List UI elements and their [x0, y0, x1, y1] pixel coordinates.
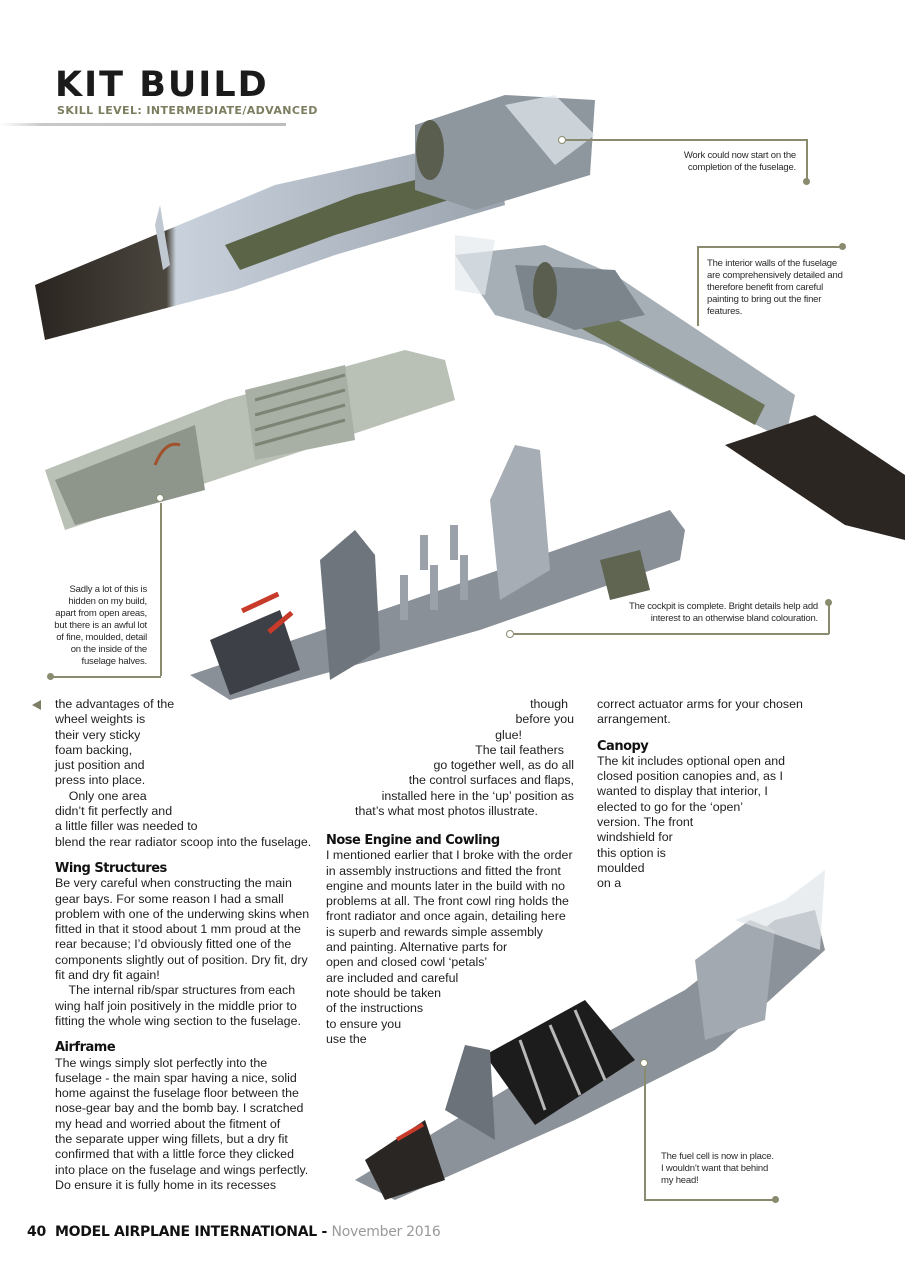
callout-line: [697, 246, 842, 248]
continued-arrow-icon: [32, 700, 41, 710]
callout-line: [828, 603, 830, 634]
fuselage-half-rear-photo: [35, 95, 595, 340]
heading-canopy: Canopy: [597, 738, 649, 754]
callout-line: [806, 139, 808, 180]
heading-airframe: Airframe: [55, 1040, 116, 1056]
callout-line: [514, 633, 829, 635]
callout-line: [644, 1068, 646, 1200]
fuselage-half-interior-walls-photo: [455, 235, 905, 540]
cockpit-floor-photo: [190, 445, 685, 700]
callout-cockpit: The cockpit is complete. Bright details …: [629, 601, 818, 624]
fuel-cell-installed-photo: [355, 870, 825, 1200]
column-2-continued: though before you glue! The tail feather…: [355, 697, 574, 819]
callout-interior-walls: The interior walls of the fuselage are c…: [707, 258, 843, 317]
callout-line: [160, 503, 162, 676]
callout-dot: [839, 243, 846, 250]
heading-nose-engine-cowling: Nose Engine and Cowling: [326, 833, 500, 848]
callout-anchor-hidden-detail: [156, 494, 164, 502]
callout-dot: [772, 1196, 779, 1203]
column-1: the advantages of the wheel weights is t…: [55, 697, 315, 1193]
page-footer: 40 MODEL AIRPLANE INTERNATIONAL - Novemb…: [27, 1224, 441, 1240]
magazine-name: MODEL AIRPLANE INTERNATIONAL -: [55, 1224, 332, 1240]
skill-level-label: SKILL LEVEL: INTERMEDIATE/ADVANCED: [57, 104, 318, 117]
callout-dot: [825, 599, 832, 606]
callout-line: [697, 246, 699, 326]
callout-line: [565, 139, 806, 141]
column-3: correct actuator arms for your chosen ar…: [597, 697, 827, 892]
heading-wing-structures: Wing Structures: [55, 860, 167, 876]
callout-line: [644, 1199, 774, 1201]
page-title: KIT BUILD: [55, 65, 269, 105]
callout-anchor-fuel-cell: [640, 1059, 648, 1067]
header-rule: [0, 123, 286, 126]
column-2: Nose Engine and Cowling I mentioned earl…: [326, 833, 588, 1047]
callout-fuel-cell: The fuel cell is now in place. I wouldn’…: [661, 1151, 774, 1186]
callout-dot: [803, 178, 810, 185]
callout-line: [50, 676, 161, 678]
issue-date: November 2016: [331, 1224, 441, 1240]
fuselage-interior-detail-photo: [45, 350, 455, 530]
callout-dot: [47, 673, 54, 680]
callout-anchor-cockpit: [506, 630, 514, 638]
callout-hidden-detail: Sadly a lot of this is hidden on my buil…: [54, 584, 147, 667]
callout-fuselage-start: Work could now start on the completion o…: [683, 150, 796, 173]
page-number: 40: [27, 1224, 46, 1240]
